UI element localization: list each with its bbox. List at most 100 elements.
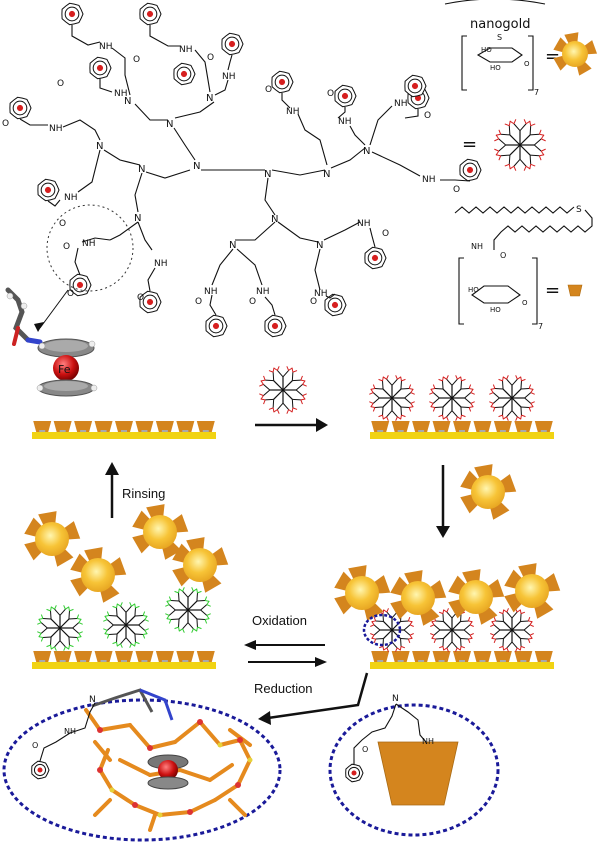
amide-nh-label: NH [99,42,113,52]
schematic-oxygen-label: O [362,745,368,754]
gold-nanoparticle-icon [132,504,189,560]
nitrogen-atom-label: N [96,141,103,152]
gold-nanoparticle-icon [334,565,391,621]
rinsing-label: Rinsing [122,486,165,501]
ferrocene-unit-icon [37,178,60,202]
iron-label: Fe [58,363,71,376]
oxygen-label-2: O [500,251,506,260]
carbonyl-oxygen-label: O [59,219,66,229]
ferrocene-unit-icon [89,56,112,80]
cyclodextrin-surface-3 [370,651,554,669]
ho-label-4: HO [490,306,501,314]
ferrocenyl-dendrimer-icon [489,375,535,421]
ferrocene-unit-icon [324,293,347,317]
arrow-to-zoom-models [267,672,369,720]
nitrogen-atom-label: N [323,169,330,180]
ferrocene-unit-icon [139,2,162,26]
ferrocene-unit-icon [139,290,162,314]
ferrocene-unit-icon [31,760,50,780]
sulfur-atom-label: S [497,33,502,42]
highlight-circle-small [362,613,402,647]
amide-nh-label: NH [114,89,128,99]
amide-nh-label: NH [179,45,193,55]
ferrocene-unit-icon [9,96,32,120]
nitrogen-atom-label: N [264,169,271,180]
ferrocene-unit-icon [61,2,84,26]
carbonyl-oxygen-label: O [67,289,74,299]
schematic-nh-label: NH [422,737,434,746]
reduction-label: Reduction [254,681,313,696]
carbonyl-oxygen-label: O [310,297,317,307]
carbonyl-oxygen-label: O [133,55,140,65]
ferrocene-zoom: Fe [5,204,134,397]
ho-label-1: HO [481,46,492,54]
gold-nanoparticle-icon [172,537,229,593]
carbonyl-oxygen-label: O [207,53,214,63]
nitrogen-atom-label: N [229,240,236,251]
carbonyl-oxygen-label: O [327,89,334,99]
ferrocene-3d-model: Fe [5,287,98,397]
gold-nanoparticle-icon [460,464,517,520]
gold-nanoparticle-icon [24,511,81,567]
nitrogen-atom-label: N [134,213,141,224]
nanogold-label: nanogold [470,17,530,32]
amide-nh-label: NH [394,99,408,109]
cyclodextrin-surface-4 [32,651,216,669]
ferrocenyl-dendrimer-icon [494,119,546,171]
ferrocene-unit-icon [173,62,196,86]
gold-nanoparticle-icon [448,569,505,625]
ferrocene-unit-icon [364,246,387,270]
complex-nh-label: NH [64,727,76,736]
nitrogen-atom-label: N [124,96,131,107]
equals-sign-3: = [545,280,560,301]
carbonyl-oxygen-label: O [63,242,70,252]
amide-nh-label: NH [422,175,436,185]
amide-nh-label: NH [154,259,168,269]
nh-label-legend: NH [471,242,483,251]
carbonyl-oxygen-label: O [195,297,202,307]
cyclodextrin-cup-icon [567,284,583,297]
complex-nitrogen-label: N [89,695,96,705]
nitrogen-atom-label: N [138,164,145,175]
ferrocene-unit-icon [334,84,357,108]
oxidation-label: Oxidation [252,613,307,628]
ferrocene-unit-icon [404,74,427,98]
nanogold-legend: nanogold S HO HO O 7 = [444,0,598,97]
ferrocenyl-dendrimer-icon [369,375,415,421]
carbonyl-oxygen-label: O [382,229,389,239]
amide-nh-label: NH [256,287,270,297]
ferrocenyl-dendrimer-icon [37,605,83,651]
carbonyl-oxygen-label: O [137,293,144,303]
iron-atom [53,355,79,381]
repeat-subscript-2: 7 [538,322,543,331]
ferrocene-unit-icon [205,314,228,338]
amide-nh-label: NH [64,193,78,203]
zoom-pointer-line [39,289,69,329]
ferrocene-unit-icon [345,763,364,783]
complex-oxygen-label: O [32,741,38,750]
nitrogen-atom-label: N [206,93,213,104]
equals-sign-2: = [462,134,477,155]
carbonyl-oxygen-label: O [57,79,64,89]
carbonyl-oxygen-label: O [453,185,460,195]
ho-label-3: HO [468,286,479,294]
nitrogen-atom-label: N [363,146,370,157]
amide-nh-label: NH [222,72,236,82]
carbonyl-oxygen-label: O [424,111,431,121]
nitrogen-atom-label: N [193,161,200,172]
oxygen-label-3: O [522,299,528,307]
ferrocene-unit-icon [271,70,294,94]
process-arrows: Rinsing Oxidation Reduction [105,418,450,725]
nitrogen-atom-label: N [271,214,278,225]
gold-nanoparticle-icon [504,563,561,619]
carbonyl-oxygen-label: O [2,119,9,129]
amide-nh-label: NH [357,219,371,229]
complex-3d-circle [2,698,282,842]
amide-nh-label: NH [314,289,328,299]
amide-nh-label: NH [338,117,352,127]
